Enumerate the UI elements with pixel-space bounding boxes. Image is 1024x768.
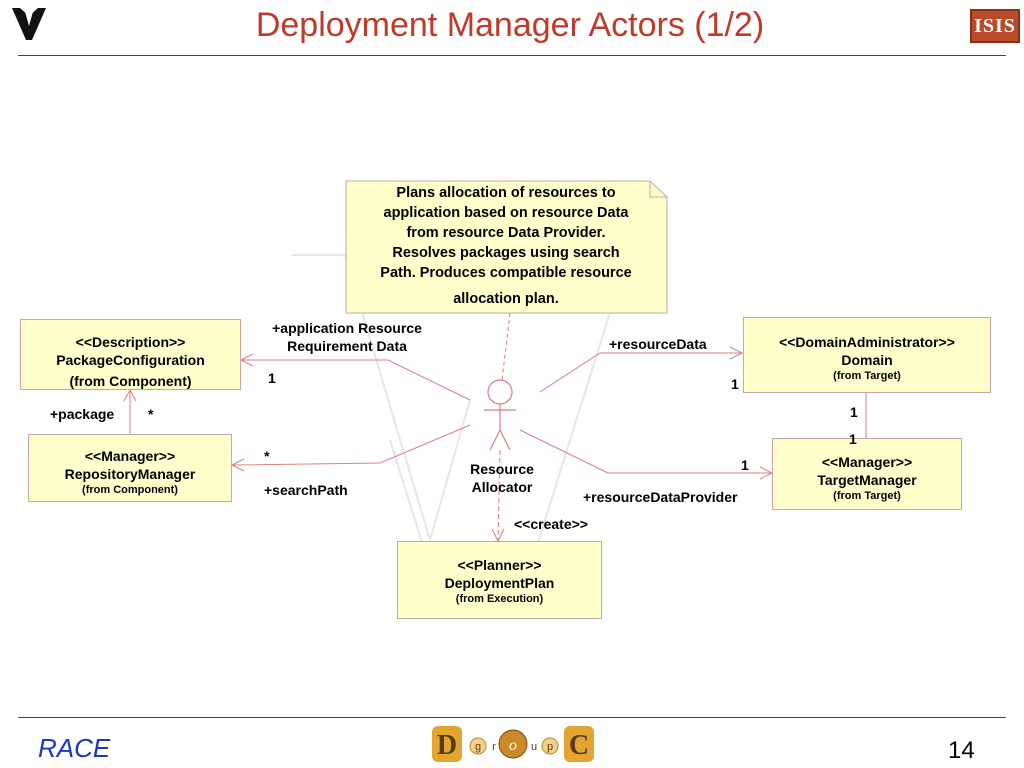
page-number: 14 <box>948 737 975 764</box>
target-multiplicity-left: 1 <box>741 457 749 473</box>
footer-divider <box>18 717 1006 718</box>
resource-data-label: +resourceData <box>609 336 707 352</box>
doc-group-logo: D g r o u p C <box>432 726 594 762</box>
app-requirement-label: +application Resource Requirement Data <box>272 320 422 354</box>
header-divider <box>18 55 1006 56</box>
deployment-plan-box: <<Planner>> DeploymentPlan (from Executi… <box>397 541 602 619</box>
package-configuration-box: <<Description>> PackageConfiguration (fr… <box>20 319 241 390</box>
actor-label: Resource Allocator <box>470 461 534 495</box>
actor-stick-figure <box>484 379 516 451</box>
search-path-multiplicity: * <box>264 448 270 464</box>
note-shape <box>345 180 668 314</box>
doc-big-c: C <box>569 730 589 761</box>
doc-g: g <box>475 741 481 753</box>
target-manager-box: <<Manager>> TargetManager (from Target) <box>772 438 962 510</box>
assoc-resource-provider <box>519 429 772 474</box>
package-multiplicity: * <box>148 406 154 422</box>
assoc-search-path <box>231 424 471 466</box>
doc-r: r <box>492 741 496 753</box>
app-requirement-multiplicity: 1 <box>268 370 276 386</box>
isis-logo: ISIS <box>970 9 1020 43</box>
resource-data-provider-label: +resourceDataProvider <box>583 489 738 505</box>
assoc-app-requirement <box>241 359 471 401</box>
vanderbilt-logo <box>12 8 46 40</box>
resource-data-multiplicity: 1 <box>731 376 739 392</box>
search-path-label: +searchPath <box>264 482 348 498</box>
doc-p: p <box>547 741 553 753</box>
repository-manager-box: <<Manager>> RepositoryManager (from Comp… <box>28 434 232 502</box>
doc-big-d: D <box>437 730 457 761</box>
doc-o: o <box>509 737 517 754</box>
domain-multiplicity: 1 <box>850 404 858 420</box>
create-stereotype-label: <<create>> <box>514 516 588 532</box>
note-anchor-line <box>501 312 511 381</box>
race-footer-label: RACE <box>38 733 111 763</box>
note-text: Plans allocation of resources to applica… <box>380 185 632 307</box>
package-role-label: +package <box>50 406 115 422</box>
target-multiplicity-top: 1 <box>849 431 857 447</box>
slide-title: Deployment Manager Actors (1/2) <box>255 6 765 44</box>
dependency-create <box>497 449 501 542</box>
assoc-resource-data <box>539 352 742 393</box>
doc-u: u <box>531 741 537 753</box>
domain-box: <<DomainAdministrator>> Domain (from Tar… <box>743 317 991 393</box>
